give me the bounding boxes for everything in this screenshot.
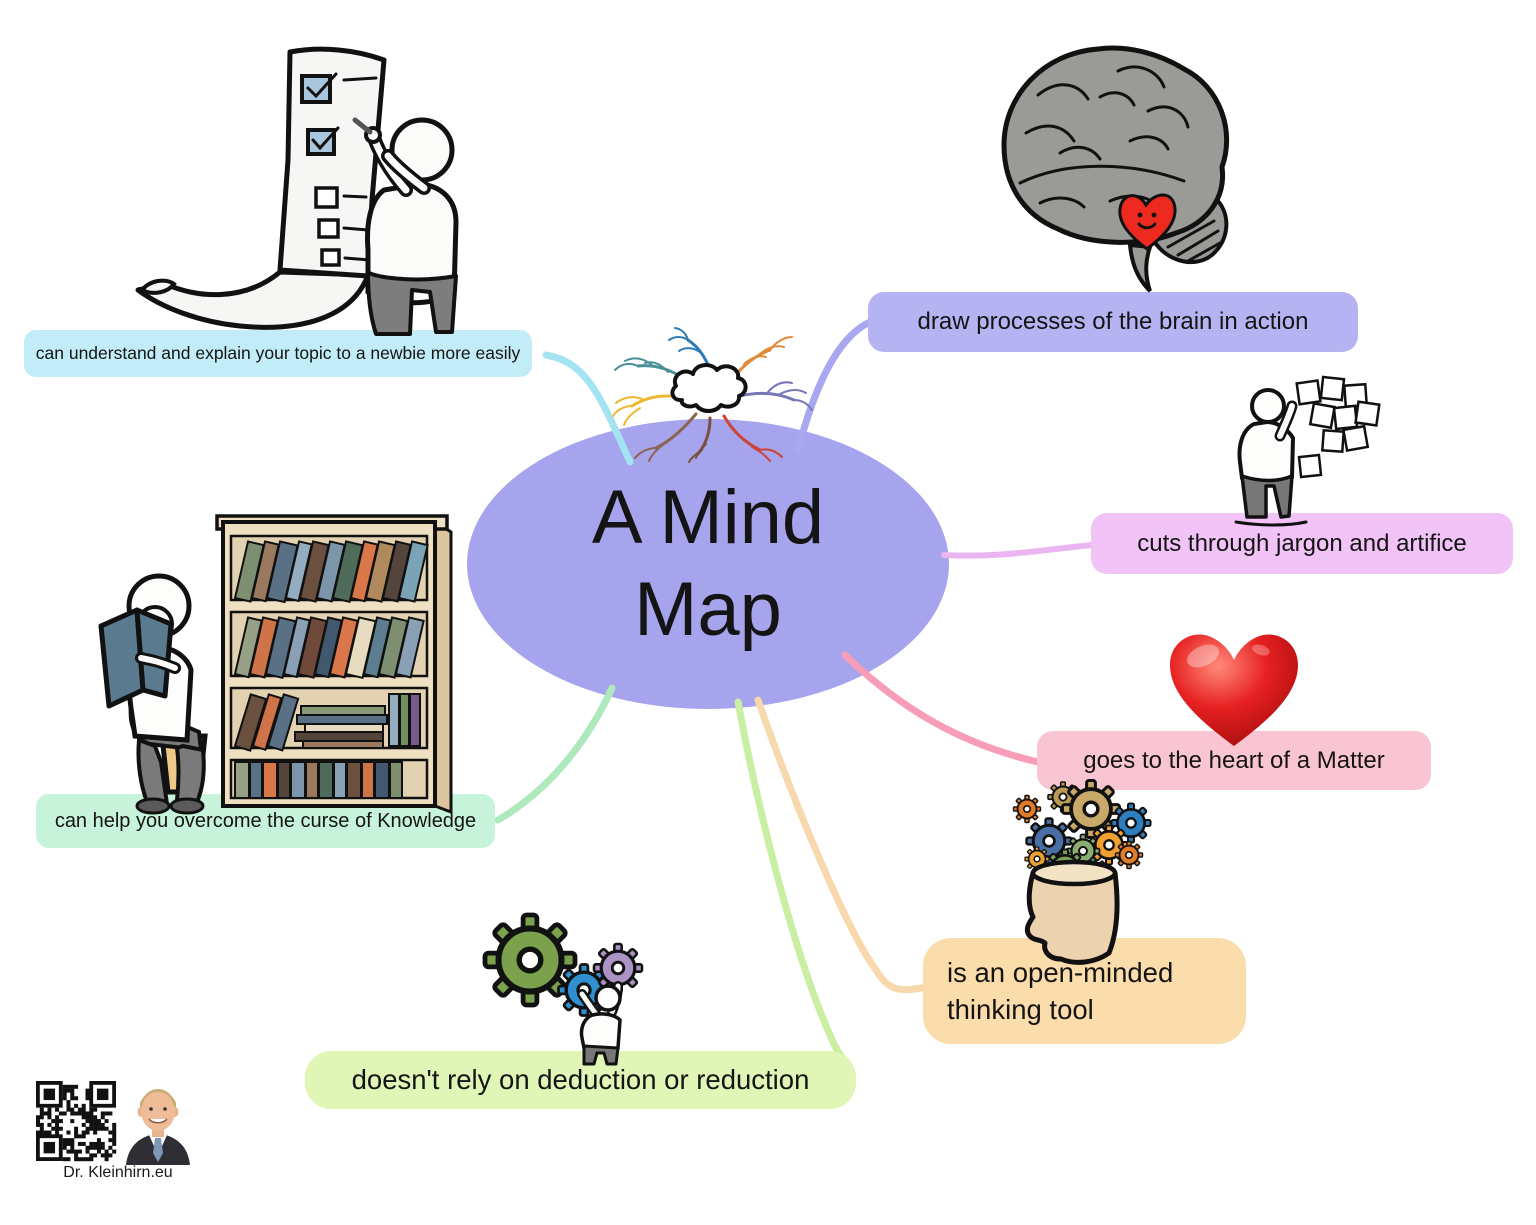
branch-label-newbie: can understand and explain your topic to… [24, 330, 532, 377]
central-topic-title-line2: Map [634, 567, 782, 652]
mind-map-tree-icon [612, 327, 814, 463]
branch-label-brain-action: draw processes of the brain in action [868, 292, 1358, 352]
connector-newbie [542, 351, 634, 466]
gears-person-icon [478, 916, 656, 1066]
connector-heart [841, 651, 1042, 766]
checklist-person-icon [122, 40, 462, 338]
branch-label-open-minded: is an open-minded thinking tool [923, 938, 1246, 1044]
connector-brain-action [794, 319, 872, 454]
head-with-gears-icon [1003, 778, 1161, 965]
brain-icon [980, 33, 1242, 295]
footer-caption: Dr. Kleinhirn.eu [63, 1164, 173, 1181]
central-topic-title-line1: A Mind [591, 475, 825, 560]
qr-code-icon [36, 1081, 117, 1162]
central-topic: A Mind Map [467, 419, 949, 709]
connector-open-minded [754, 696, 926, 994]
branch-label-heart: goes to the heart of a Matter [1037, 731, 1431, 790]
branch-label-knowledge: can help you overcome the curse of Knowl… [36, 794, 495, 848]
connector-knowledge [494, 684, 616, 824]
bookshelf-reader-icon [83, 510, 468, 820]
heart-icon [1163, 626, 1305, 756]
connector-jargon [941, 542, 1095, 559]
branch-label-deduction: doesn't rely on deduction or reduction [305, 1051, 856, 1109]
portrait-photo-icon [120, 1083, 196, 1165]
sticky-notes-person-icon [1226, 375, 1384, 528]
